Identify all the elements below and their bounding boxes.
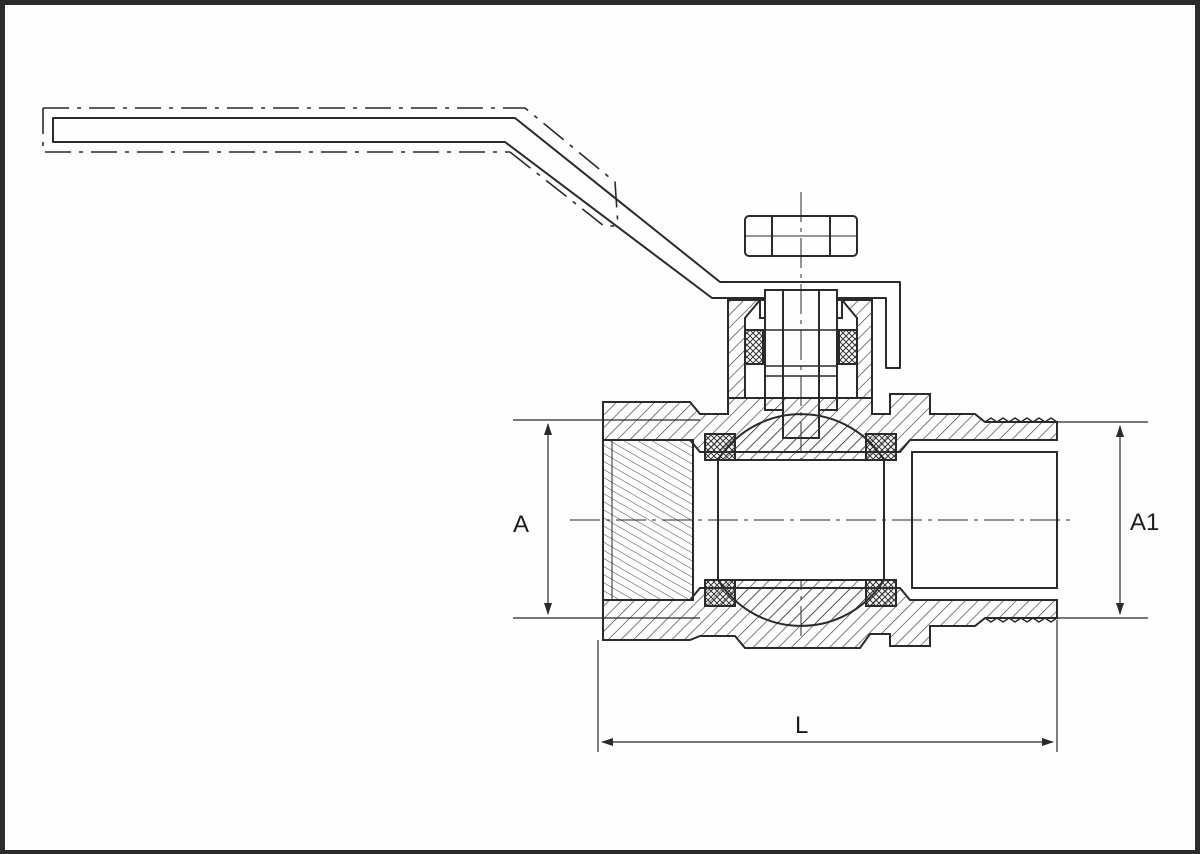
dimension-a-label: A (513, 511, 529, 538)
dimension-a1-label: A1 (1130, 509, 1159, 536)
lever-handle (42, 107, 901, 369)
dimension-lines (513, 419, 1148, 752)
dimension-l-label: L (795, 712, 808, 739)
